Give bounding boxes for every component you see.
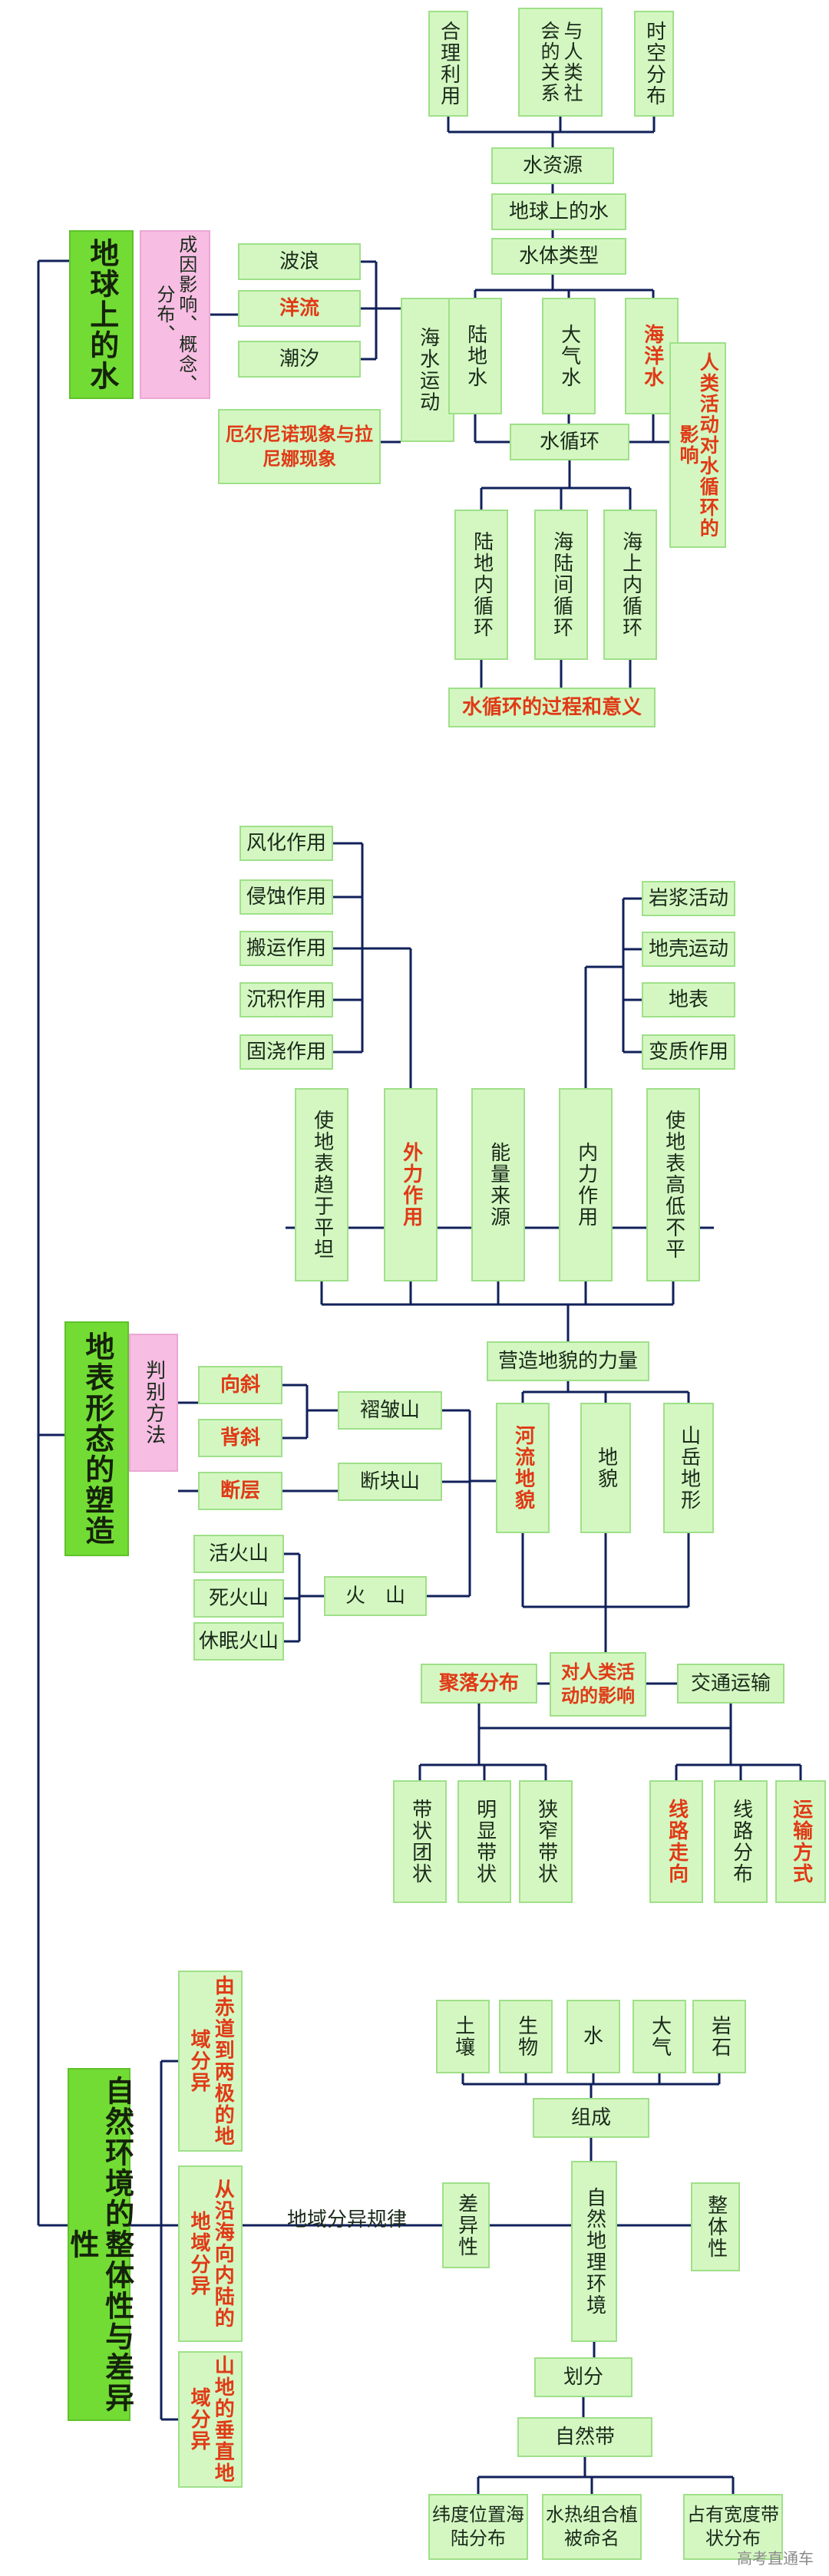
human-effect-box: 对人类活动的影响 — [550, 1652, 646, 1717]
rule-label: 地域分异规律 — [287, 2208, 408, 2231]
integrity-box: 整体性 — [691, 2182, 740, 2271]
shaping-force-box: 营造地貌的力量 — [487, 1341, 649, 1381]
zone-name-1: 纬度位置海陆分布 — [428, 2494, 528, 2560]
zonal-2-box: 从沿海向内陆的地域分异 — [178, 2165, 243, 2342]
section-environment: 自然环境的整体性与差异性 — [65, 2068, 134, 2421]
water-resource-box: 水资源 — [491, 147, 614, 184]
settle-kind-1: 带状团状 — [393, 1780, 447, 1903]
flatten-box: 使地表趋于平坦 — [295, 1088, 348, 1281]
watermark: 高考直通车 — [737, 2549, 814, 2568]
sea-land-cycle-box: 海陆间循环 — [534, 510, 588, 660]
deposition-box: 沉积作用 — [239, 982, 333, 1018]
surface-box: 地表 — [642, 982, 735, 1018]
zonal-1-box: 由赤道到两极的地域分异 — [178, 1971, 243, 2152]
human-impact-box: 人类活动对水循环的影响 — [669, 342, 726, 548]
erosion-box: 侵蚀作用 — [239, 879, 333, 915]
water-type-box: 水体类型 — [491, 238, 626, 275]
water-comp-box: 水 — [566, 2000, 620, 2073]
tide-box: 潮汐 — [238, 341, 361, 378]
composition-box: 组成 — [533, 2098, 649, 2138]
crust-box: 地壳运动 — [642, 932, 735, 967]
geo-env-box: 自然地理环境 — [571, 2161, 617, 2342]
rock-box: 岩石 — [692, 2000, 746, 2073]
atmo-water-box: 大气水 — [542, 298, 596, 414]
water-concept-box: 成因影响、概念、分布、 — [140, 230, 210, 399]
water-cycle-box: 水循环 — [510, 424, 629, 460]
magma-box: 岩浆活动 — [642, 881, 735, 916]
soil-box: 土壤 — [436, 2000, 490, 2073]
settle-kind-3: 狭窄带状 — [519, 1780, 573, 1903]
transport-kind-2: 线路分布 — [714, 1780, 768, 1903]
anticline-box: 背斜 — [198, 1419, 282, 1457]
volcano-box: 火 山 — [324, 1576, 427, 1616]
section-water: 地球上的水 — [69, 230, 134, 399]
distribution-box: 时空分布 — [634, 11, 674, 117]
relation-box: 与人类社会的关系 — [518, 8, 603, 117]
river-landform-box: 河流地貌 — [496, 1403, 550, 1533]
transport-kind-3: 运输方式 — [775, 1780, 826, 1903]
transport-kind-1: 线路走向 — [649, 1780, 703, 1903]
fault-box: 断层 — [198, 1472, 282, 1510]
settlement-box: 聚落分布 — [421, 1664, 537, 1704]
land-water-box: 陆地水 — [448, 298, 502, 414]
earth-water-box: 地球上的水 — [491, 193, 626, 230]
current-box: 洋流 — [238, 290, 361, 327]
division-box: 划分 — [534, 2357, 632, 2397]
weathering-box: 风化作用 — [239, 826, 333, 861]
use-reasonable-box: 合理利用 — [428, 11, 468, 117]
fold-mountain-box: 褶皱山 — [338, 1391, 442, 1430]
zone-name-3: 占有宽度带状分布 — [683, 2494, 783, 2560]
enso-box: 厄尔尼诺现象与拉尼娜现象 — [218, 409, 381, 484]
landform-box: 地貌 — [580, 1403, 631, 1533]
bio-box: 生物 — [499, 2000, 553, 2073]
land-cycle-box: 陆地内循环 — [454, 510, 508, 660]
active-volcano-box: 活火山 — [193, 1535, 284, 1573]
wave-box: 波浪 — [238, 243, 361, 280]
difference-box: 差异性 — [442, 2182, 490, 2268]
sea-motion-box: 海水运动 — [401, 298, 454, 442]
syncline-box: 向斜 — [198, 1366, 282, 1404]
transport-proc-box: 搬运作用 — [239, 931, 333, 966]
cycle-process-box: 水循环的过程和意义 — [448, 688, 656, 727]
settle-kind-2: 明显带状 — [457, 1780, 511, 1903]
zone-name-2: 水热组合植被命名 — [542, 2494, 642, 2560]
dormant-volcano-box: 休眠火山 — [193, 1622, 284, 1661]
metamorph-box: 变质作用 — [642, 1034, 735, 1070]
judge-box: 判别方法 — [129, 1334, 178, 1472]
energy-source-box: 能量来源 — [471, 1088, 525, 1281]
external-force-box: 外力作用 — [384, 1088, 438, 1281]
section-landform: 地表形态的塑造 — [64, 1321, 129, 1556]
transport-box: 交通运输 — [677, 1664, 784, 1704]
consolidation-box: 固浇作用 — [239, 1034, 333, 1070]
internal-force-box: 内力作用 — [559, 1088, 613, 1281]
uneven-box: 使地表高低不平 — [646, 1088, 700, 1281]
ocean-cycle-box: 海上内循环 — [603, 510, 657, 660]
extinct-volcano-box: 死火山 — [193, 1579, 284, 1618]
air-box: 大气 — [632, 2000, 686, 2073]
zonal-3-box: 山地的垂直地域分异 — [178, 2351, 243, 2488]
block-mountain-box: 断块山 — [338, 1463, 442, 1501]
natural-zone-box: 自然带 — [517, 2417, 652, 2457]
mountain-landform-box: 山岳地形 — [663, 1403, 714, 1533]
